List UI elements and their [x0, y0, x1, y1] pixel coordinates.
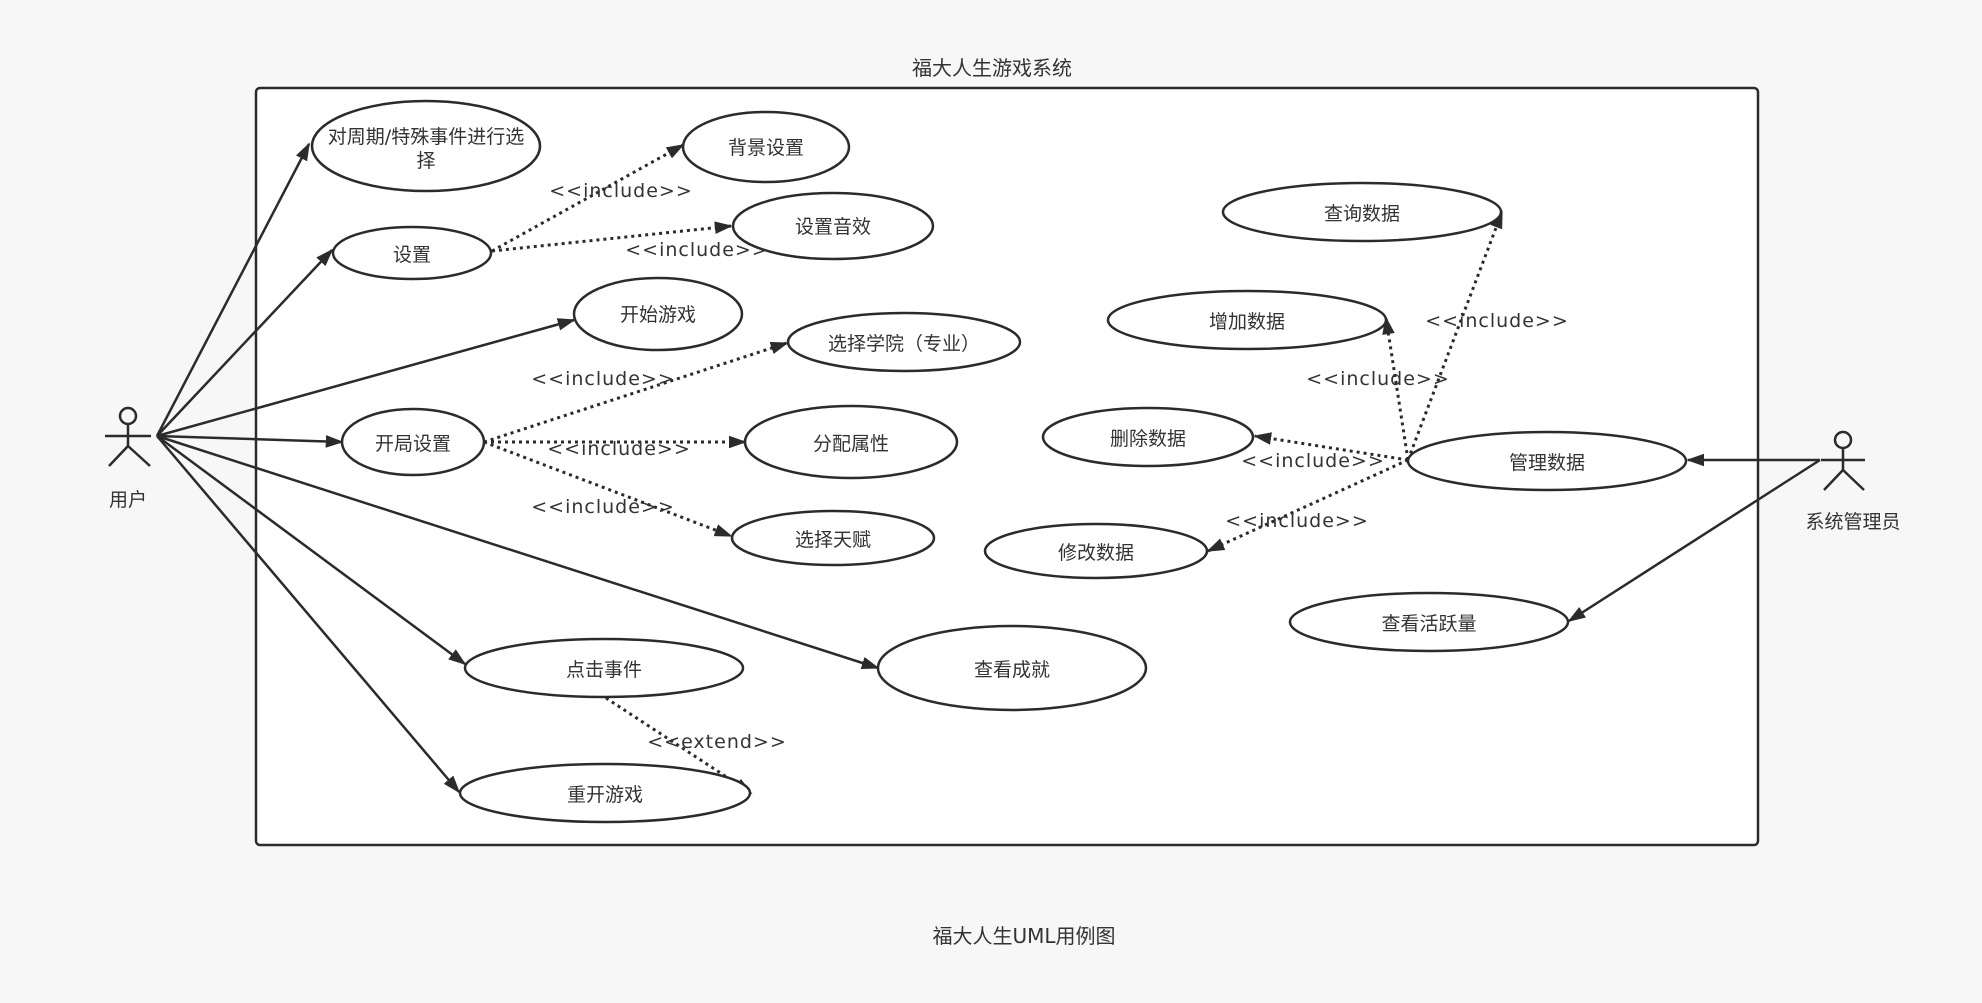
include-manage-delete	[1253, 432, 1409, 462]
assoc-user-settings	[156, 248, 334, 437]
diagram-caption: 福大人生UML用例图	[932, 924, 1115, 948]
use-case-period-event[interactable]: 对周期/特殊事件进行选 择	[310, 99, 542, 193]
use-case-add-data-label: 增加数据	[1209, 311, 1285, 333]
admin-associations	[1567, 453, 1821, 623]
use-case-select-talent[interactable]: 选择天赋	[730, 509, 936, 567]
include-manage-query	[1406, 210, 1504, 461]
assoc-user-period-event	[155, 142, 311, 437]
include-manage-add	[1382, 316, 1410, 461]
label-include-add: <<include>>	[1306, 368, 1450, 390]
use-case-modify-data[interactable]: 修改数据	[983, 522, 1209, 580]
assoc-user-restart	[156, 435, 461, 794]
use-case-view-activity[interactable]: 查看活跃量	[1288, 591, 1570, 653]
use-case-add-data[interactable]: 增加数据	[1106, 289, 1388, 351]
assoc-user-achievements	[156, 434, 880, 670]
use-case-click-event[interactable]: 点击事件	[463, 637, 745, 699]
label-include-modify: <<include>>	[1225, 510, 1369, 532]
use-case-settings[interactable]: 设置	[331, 225, 493, 281]
use-case-start-game-label: 开始游戏	[620, 304, 696, 326]
use-case-settings-label: 设置	[393, 244, 431, 266]
use-case-view-achievements[interactable]: 查看成就	[876, 624, 1148, 712]
use-case-click-event-label: 点击事件	[566, 659, 642, 681]
actor-admin-head	[1833, 430, 1853, 450]
label-include-attributes: <<include>>	[547, 438, 691, 460]
actor-user-head	[118, 406, 138, 426]
use-case-manage-data[interactable]: 管理数据	[1406, 430, 1688, 492]
use-case-assign-attributes-label: 分配属性	[813, 433, 889, 455]
assoc-user-click-event	[156, 434, 467, 666]
actor-admin-label: 系统管理员	[1805, 511, 1900, 533]
actor-admin[interactable]	[1821, 430, 1865, 491]
user-associations	[155, 142, 880, 794]
use-case-background-settings[interactable]: 背景设置	[681, 110, 851, 184]
use-case-game-setup-label: 开局设置	[375, 433, 451, 455]
label-include-talent: <<include>>	[531, 496, 675, 518]
use-case-delete-data[interactable]: 删除数据	[1041, 406, 1255, 468]
use-case-start-game[interactable]: 开始游戏	[572, 276, 744, 352]
use-case-period-event-line2: 择	[416, 150, 435, 172]
label-include-background: <<include>>	[549, 180, 693, 202]
label-include-query: <<include>>	[1425, 310, 1569, 332]
use-case-period-event-line1: 对周期/特殊事件进行选	[328, 126, 524, 148]
extend-click-restart	[605, 696, 753, 795]
use-case-view-achievements-label: 查看成就	[974, 659, 1050, 681]
include-setup-talent	[483, 440, 733, 538]
use-case-query-data-label: 查询数据	[1324, 203, 1400, 225]
use-case-game-setup[interactable]: 开局设置	[340, 407, 486, 477]
use-case-restart-game[interactable]: 重开游戏	[458, 762, 752, 824]
label-include-delete: <<include>>	[1241, 450, 1385, 472]
use-case-select-college-label: 选择学院（专业）	[828, 333, 980, 355]
use-case-sound-settings-label: 设置音效	[795, 216, 871, 238]
use-case-restart-game-label: 重开游戏	[567, 784, 643, 806]
use-case-query-data[interactable]: 查询数据	[1221, 181, 1503, 243]
use-case-assign-attributes[interactable]: 分配属性	[743, 404, 959, 480]
use-case-delete-data-label: 删除数据	[1110, 428, 1186, 450]
use-case-manage-data-label: 管理数据	[1509, 452, 1585, 474]
include-settings-background	[491, 143, 685, 253]
use-case-sound-settings[interactable]: 设置音效	[731, 191, 935, 261]
use-case-modify-data-label: 修改数据	[1058, 542, 1134, 564]
dependency-lines	[483, 143, 1504, 795]
include-settings-sound	[491, 221, 733, 253]
assoc-user-start-game	[156, 318, 576, 438]
actor-user[interactable]	[105, 406, 151, 467]
use-case-select-college[interactable]: 选择学院（专业）	[786, 311, 1022, 373]
use-case-background-settings-label: 背景设置	[728, 137, 804, 159]
actor-user-label: 用户	[109, 489, 147, 511]
system-title: 福大人生游戏系统	[912, 56, 1072, 80]
use-case-select-talent-label: 选择天赋	[795, 529, 871, 551]
assoc-admin-view-activity	[1567, 458, 1821, 623]
include-manage-modify	[1206, 458, 1409, 553]
assoc-user-game-setup	[156, 434, 344, 448]
label-include-college: <<include>>	[531, 368, 675, 390]
use-case-view-activity-label: 查看活跃量	[1381, 613, 1476, 635]
label-extend: <<extend>>	[647, 731, 787, 753]
label-include-sound: <<include>>	[625, 239, 769, 261]
